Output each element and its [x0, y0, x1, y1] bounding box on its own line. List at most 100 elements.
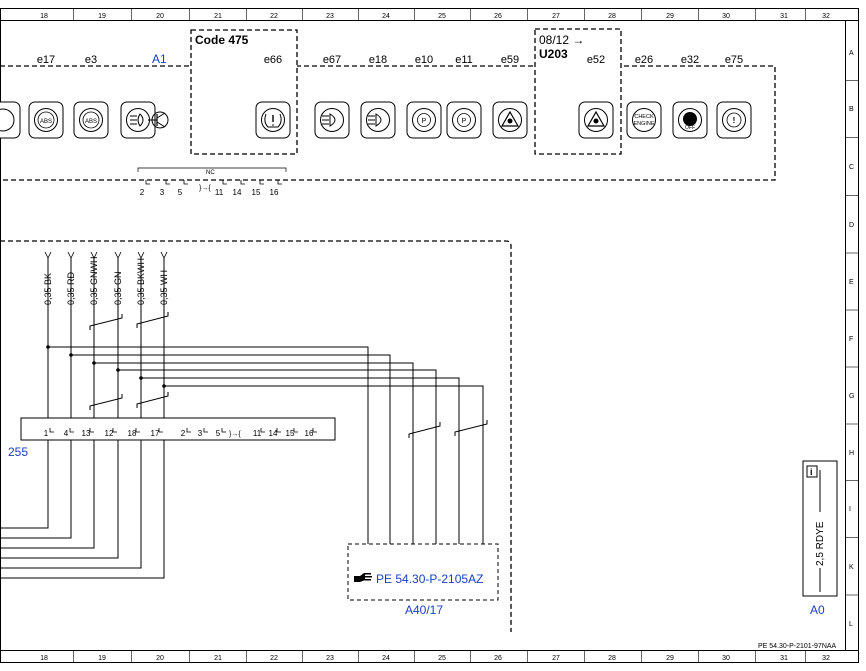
row-letter: K — [849, 564, 854, 571]
lamp-id: e59 — [501, 54, 519, 66]
lamp-id: e75 — [725, 54, 743, 66]
column-number: 32 — [822, 13, 830, 20]
connector-pin-number: 11 — [253, 429, 262, 438]
wire-connector-symbol — [137, 251, 145, 259]
column-number: 22 — [270, 655, 278, 662]
a0-label: A0 — [810, 603, 825, 617]
connector-pin-number: 18 — [128, 429, 137, 438]
twisted-pair-mark — [136, 392, 169, 408]
wire-bus — [71, 354, 391, 550]
column-number: 26 — [494, 13, 502, 20]
column-number: 31 — [780, 13, 788, 20]
connector-pin-number: 5 — [216, 429, 221, 438]
wire-connector-symbol — [67, 251, 75, 259]
lamp-id: e52 — [587, 54, 605, 66]
lamp-id: e3 — [85, 54, 97, 66]
column-number: 28 — [608, 655, 616, 662]
column-number: 18 — [40, 13, 48, 20]
a0-box: i 2,5 RDYE A0 — [802, 460, 838, 617]
column-number: 27 — [552, 13, 560, 20]
pin-number: 3 — [160, 188, 165, 197]
column-number: 20 — [156, 13, 164, 20]
splice-symbol: }→{ — [199, 185, 211, 192]
wire-bus — [48, 346, 369, 550]
parking-p-icon: P — [406, 101, 442, 139]
icon-text: OFF — [685, 125, 695, 131]
icon-text: P — [462, 118, 467, 125]
connector-pin-number: 13 — [82, 429, 91, 438]
brake-warning-icon: ! — [716, 101, 752, 139]
partial-lamp-icon — [0, 101, 21, 139]
column-number: 19 — [98, 655, 106, 662]
a40-17-box: PE 54.30-P-2105AZ A40/17 — [347, 543, 499, 617]
wire-lower — [0, 440, 119, 559]
wire-lower — [0, 440, 49, 529]
lamp-id: e66 — [264, 54, 282, 66]
tpms-icon — [255, 101, 291, 139]
splice-symbol: }→{ — [229, 431, 241, 438]
pin-number: 2 — [140, 188, 145, 197]
nc-label: NC — [206, 170, 215, 176]
column-number: 28 — [608, 13, 616, 20]
twisted-pair-mark — [408, 422, 441, 438]
row-letter: F — [849, 336, 853, 343]
connector-pin-number: 17 — [151, 429, 160, 438]
transistor-icon — [148, 111, 169, 129]
connector-pin-number: 15 — [286, 429, 295, 438]
wire-bus — [94, 362, 414, 550]
column-number: 26 — [494, 655, 502, 662]
frame — [0, 8, 859, 663]
column-number: 25 — [438, 655, 446, 662]
connector-pin-number: 2 — [181, 429, 186, 438]
lamp-id: e67 — [323, 54, 341, 66]
column-number: 23 — [326, 655, 334, 662]
column-number: 30 — [722, 13, 730, 20]
row-letter: E — [849, 279, 854, 286]
twisted-pair-mark — [89, 314, 123, 330]
connector-label: 255 — [8, 445, 28, 459]
row-letter: I — [849, 506, 851, 513]
wire-lower — [0, 440, 142, 569]
column-number: 21 — [214, 655, 222, 662]
icon-text: CHECK — [634, 114, 654, 120]
date-box-label-1: 08/12 → — [539, 33, 584, 47]
wire-bus — [118, 369, 437, 550]
info-icon[interactable] — [806, 465, 818, 478]
lamp-id: e17 — [37, 54, 55, 66]
twisted-pair-mark — [89, 394, 123, 410]
connector-pin-number: 3 — [198, 429, 203, 438]
row-letter: B — [849, 106, 854, 113]
lower-module — [0, 240, 512, 632]
column-number: 21 — [214, 13, 222, 20]
pin-number: 5 — [178, 188, 183, 197]
a40-ref[interactable]: PE 54.30-P-2105AZ — [376, 572, 483, 586]
warning-a-icon — [492, 101, 528, 139]
nc-bracket — [137, 167, 287, 172]
column-number: 29 — [666, 13, 674, 20]
column-number: 23 — [326, 13, 334, 20]
column-number: 27 — [552, 655, 560, 662]
wire-bus — [141, 377, 460, 550]
wire-connector-symbol — [44, 251, 52, 259]
icon-text: ABS — [85, 119, 97, 125]
pin-number: 11 — [215, 188, 224, 197]
column-number: 24 — [382, 13, 390, 20]
foglamp-icon — [314, 101, 350, 139]
abs-icon: ABS — [73, 101, 109, 139]
a1-label: A1 — [152, 52, 167, 66]
connector-pin-number: 14 — [269, 429, 278, 438]
column-number: 32 — [822, 655, 830, 662]
row-letter: G — [849, 393, 854, 400]
parking-p-icon: P — [446, 101, 482, 139]
lamp-id: e26 — [635, 54, 653, 66]
lamp-id: e10 — [415, 54, 433, 66]
